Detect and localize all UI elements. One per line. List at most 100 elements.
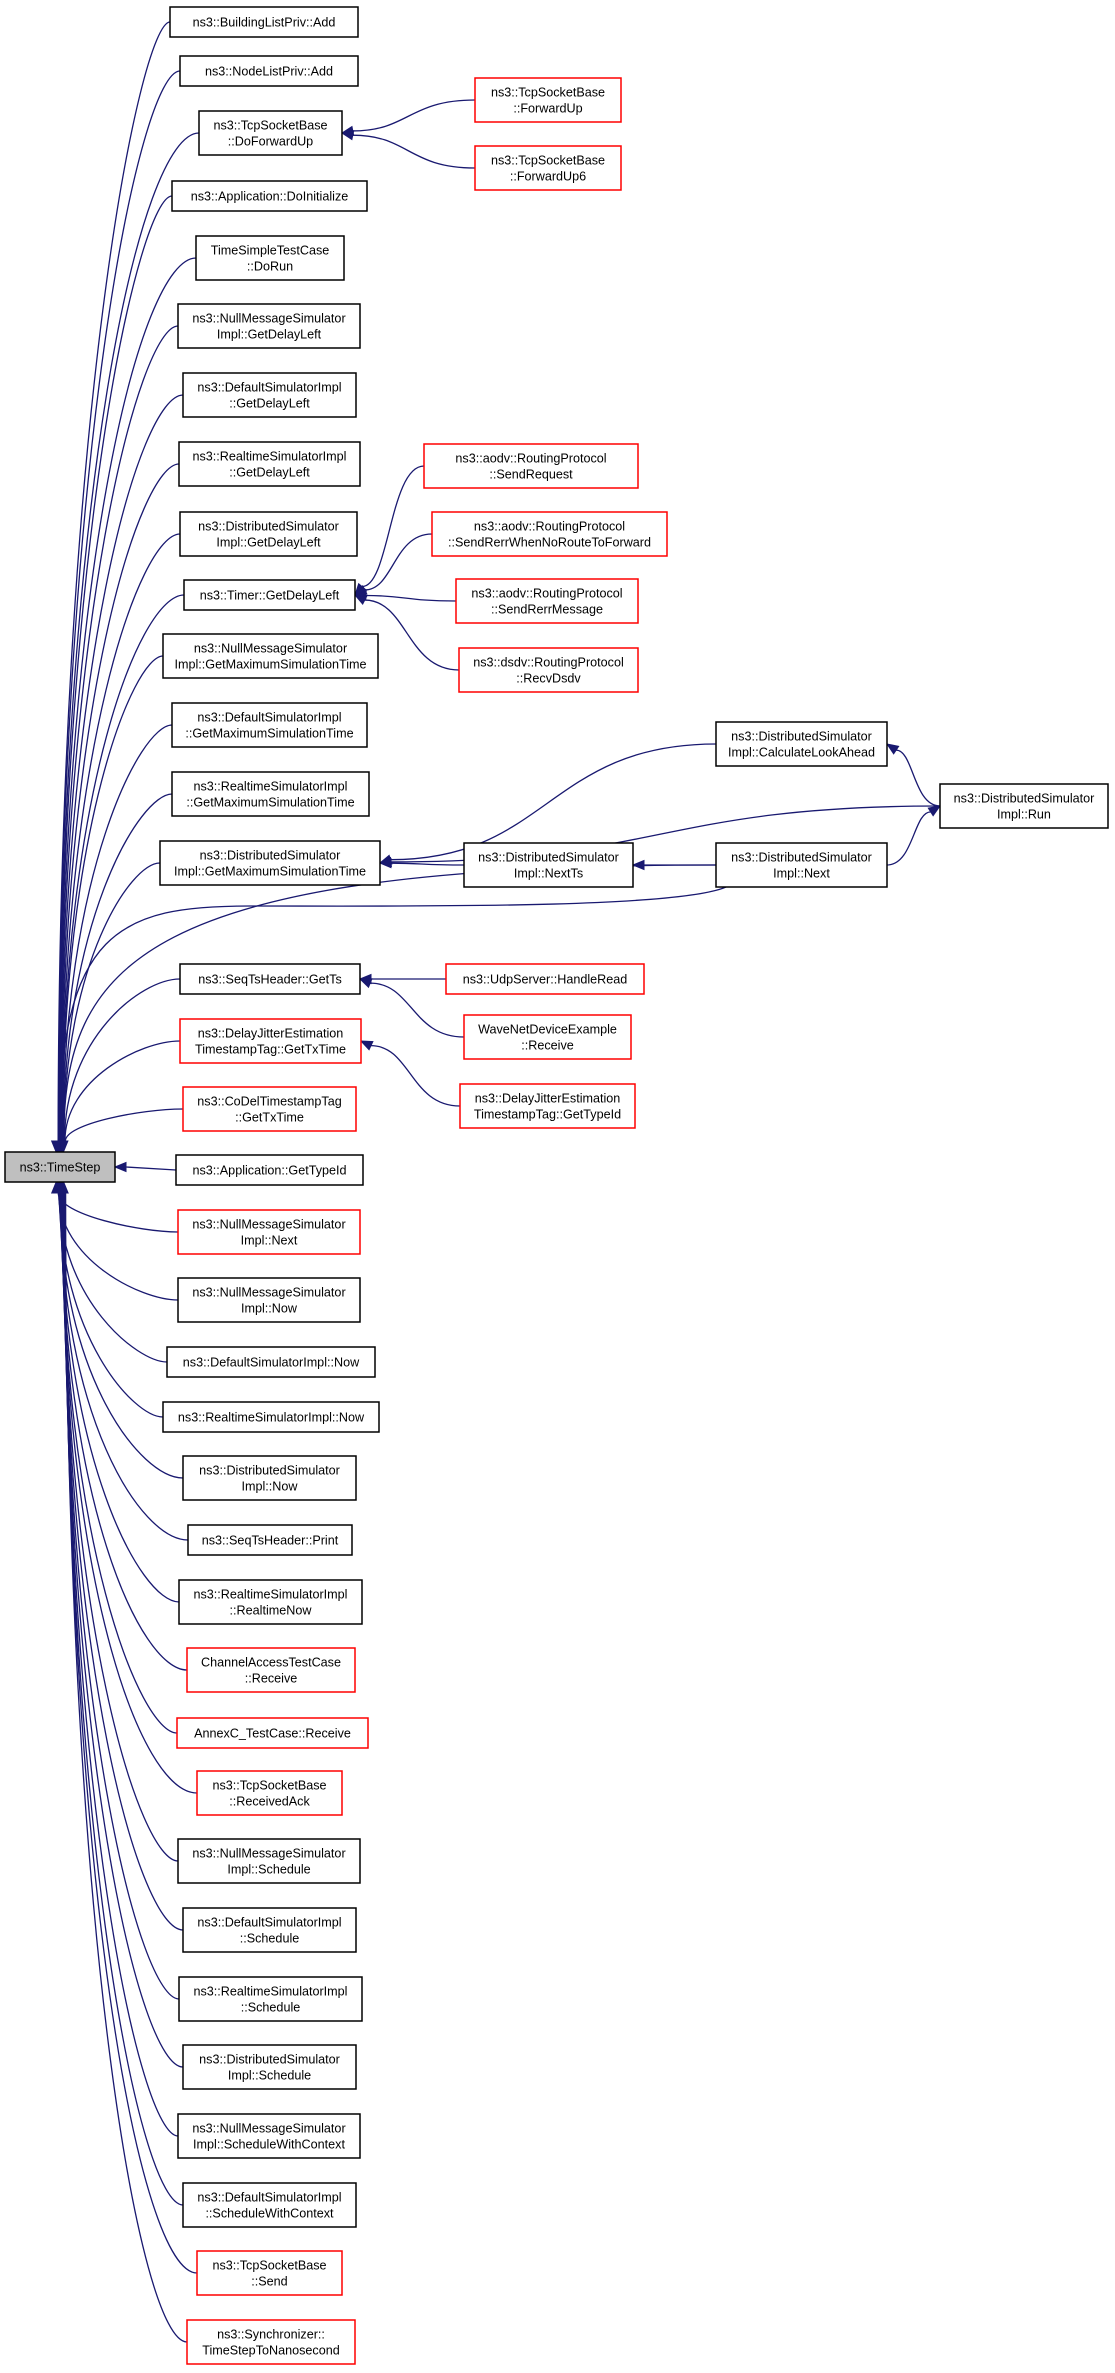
node-def-sched[interactable]: ns3::DefaultSimulatorImpl::Schedule [182, 1907, 357, 1953]
edge-seq_getts-to-timestep [57, 978, 181, 1154]
node-dj-gettx[interactable]: ns3::DelayJitterEstimationTimestampTag::… [179, 1018, 362, 1064]
node-box [186, 2319, 356, 2365]
node-app-gettypeid[interactable]: ns3::Application::GetTypeId [175, 1154, 364, 1186]
node-label: ::Schedule [240, 1932, 300, 1946]
node-timesimple[interactable]: TimeSimpleTestCase::DoRun [195, 235, 345, 281]
edge-app_doinit-to-timestep-line [58, 195, 173, 1142]
node-label: ::GetDelayLeft [229, 466, 310, 480]
node-label: ns3::RealtimeSimulatorImpl::Now [178, 1411, 365, 1425]
node-label: ::ReceivedAck [229, 1795, 310, 1809]
node-box [182, 1907, 357, 1953]
node-udp-handleread[interactable]: ns3::UdpServer::HandleRead [445, 963, 645, 995]
edge-dist_gmst-to-timestep-line [63, 862, 161, 1142]
node-sync-tstn[interactable]: ns3::Synchronizer::TimeStepToNanosecond [186, 2319, 356, 2365]
node-label: ns3::DefaultSimulatorImpl [197, 2191, 341, 2205]
node-rt-sched[interactable]: ns3::RealtimeSimulatorImpl::Schedule [178, 1976, 363, 2022]
node-rt-gdl[interactable]: ns3::RealtimeSimulatorImpl::GetDelayLeft [178, 441, 361, 487]
edge-aodv_sendreq-to-timer_gdl-line [361, 465, 425, 588]
node-dj-gettypeid[interactable]: ns3::DelayJitterEstimationTimestampTag::… [459, 1083, 636, 1129]
node-def-swc[interactable]: ns3::DefaultSimulatorImpl::ScheduleWithC… [182, 2182, 357, 2228]
node-box [196, 1770, 343, 1816]
node-dist-gmst[interactable]: ns3::DistributedSimulatorImpl::GetMaximu… [159, 840, 381, 886]
edge-app_gettypeid-to-timestep [113, 1161, 177, 1173]
node-def-now[interactable]: ns3::DefaultSimulatorImpl::Now [166, 1346, 376, 1378]
node-label: ns3::SeqTsHeader::Print [202, 1534, 339, 1548]
node-label: Impl::Now [241, 1302, 298, 1316]
node-box [182, 2044, 357, 2090]
node-dist-cla[interactable]: ns3::DistributedSimulatorImpl::Calculate… [715, 721, 888, 767]
edge-dist_sched-to-timestep-line [63, 1192, 184, 2068]
node-label: AnnexC_TestCase::Receive [194, 1727, 351, 1741]
node-bldg-add[interactable]: ns3::BuildingListPriv::Add [169, 6, 359, 38]
node-dsdv-recv[interactable]: ns3::dsdv::RoutingProtocol::RecvDsdv [458, 647, 639, 693]
node-box [169, 6, 359, 38]
node-chan-receive[interactable]: ChannelAccessTestCase::Receive [186, 1647, 356, 1693]
node-label: ns3::TcpSocketBase [491, 154, 605, 168]
node-box [159, 840, 381, 886]
node-app-doinit[interactable]: ns3::Application::DoInitialize [171, 180, 368, 212]
edge-dist_next-to-timestep-line [58, 886, 727, 1142]
node-box [162, 633, 379, 679]
node-wave-receive[interactable]: WaveNetDeviceExample::Receive [463, 1014, 632, 1060]
node-def-gmst[interactable]: ns3::DefaultSimulatorImpl::GetMaximumSim… [171, 702, 368, 748]
node-label: ns3::RealtimeSimulatorImpl [194, 1588, 348, 1602]
node-doforwardup[interactable]: ns3::TcpSocketBase::DoForwardUp [198, 110, 343, 156]
node-label: ns3::NullMessageSimulator [192, 1847, 345, 1861]
node-rt-gmst[interactable]: ns3::RealtimeSimulatorImpl::GetMaximumSi… [171, 771, 370, 817]
edge-sync_tstn-to-timestep [58, 1180, 188, 2343]
node-box [166, 1346, 376, 1378]
node-forwardup6[interactable]: ns3::TcpSocketBase::ForwardUp6 [474, 145, 622, 191]
node-null-swc[interactable]: ns3::NullMessageSimulatorImpl::ScheduleW… [177, 2113, 361, 2159]
node-aodv-sendrerrnr[interactable]: ns3::aodv::RoutingProtocol::SendRerrWhen… [431, 511, 668, 557]
node-label: Impl::GetDelayLeft [216, 536, 321, 550]
edge-def_gmst-to-timestep-line [62, 724, 173, 1142]
node-tcp-recvack[interactable]: ns3::TcpSocketBase::ReceivedAck [196, 1770, 343, 1816]
edge-dist_next-to-timestep [51, 886, 727, 1154]
edge-aodv_sendreq-to-timer_gdl [354, 465, 425, 597]
node-box [182, 1455, 357, 1501]
node-aodv-sendrerrmsg[interactable]: ns3::aodv::RoutingProtocol::SendRerrMess… [455, 578, 639, 624]
node-box [715, 721, 888, 767]
node-annexc-receive[interactable]: AnnexC_TestCase::Receive [176, 1717, 369, 1749]
node-seq-getts[interactable]: ns3::SeqTsHeader::GetTs [179, 963, 361, 995]
node-label: ::ScheduleWithContext [205, 2207, 334, 2221]
edge-rt_gdl-to-timestep-line [60, 463, 180, 1142]
node-label: ns3::NullMessageSimulator [194, 642, 347, 656]
edge-null_next-to-timestep-line [57, 1192, 179, 1233]
node-tcp-send[interactable]: ns3::TcpSocketBase::Send [196, 2250, 343, 2296]
node-aodv-sendreq[interactable]: ns3::aodv::RoutingProtocol::SendRequest [423, 443, 639, 489]
node-forwardup[interactable]: ns3::TcpSocketBase::ForwardUp [474, 77, 622, 123]
node-codel-gettx[interactable]: ns3::CoDelTimestampTag::GetTxTime [182, 1086, 357, 1132]
nodes-layer: ns3::TimeStep ns3::BuildingListPriv::Addn… [4, 6, 1109, 2365]
node-null-gdl[interactable]: ns3::NullMessageSimulatorImpl::GetDelayL… [177, 303, 361, 349]
node-rt-now[interactable]: ns3::RealtimeSimulatorImpl::Now [162, 1401, 380, 1433]
node-label: ns3::DistributedSimulator [200, 849, 341, 863]
node-label: ns3::NodeListPriv::Add [205, 65, 333, 79]
node-box [171, 771, 370, 817]
edge-dj_gettypeid-to-dj_gettx [359, 1040, 461, 1107]
node-null-gmst[interactable]: ns3::NullMessageSimulatorImpl::GetMaximu… [162, 633, 379, 679]
node-seq-print[interactable]: ns3::SeqTsHeader::Print [187, 1524, 353, 1556]
edge-sync_tstn-to-timestep-line [64, 1192, 188, 2343]
node-label: ::Receive [521, 1039, 574, 1053]
node-timer-gdl[interactable]: ns3::Timer::GetDelayLeft [183, 579, 356, 611]
edge-rt_sched-to-timestep-line [62, 1192, 180, 2000]
edge-sync_tstn-to-timestep-arrowhead [58, 1180, 69, 1194]
node-nodelist-add[interactable]: ns3::NodeListPriv::Add [179, 55, 359, 87]
node-rt-realtimenow[interactable]: ns3::RealtimeSimulatorImpl::RealtimeNow [178, 1579, 363, 1625]
node-label: ns3::aodv::RoutingProtocol [474, 520, 625, 534]
node-label: ns3::TcpSocketBase [491, 86, 605, 100]
node-timestep[interactable]: ns3::TimeStep [4, 1151, 116, 1183]
edge-def_gdl-to-timestep-line [59, 394, 184, 1142]
node-dist-gdl[interactable]: ns3::DistributedSimulatorImpl::GetDelayL… [179, 511, 358, 557]
node-def-gdl[interactable]: ns3::DefaultSimulatorImpl::GetDelayLeft [182, 372, 357, 418]
node-label: ns3::Timer::GetDelayLeft [200, 589, 340, 603]
